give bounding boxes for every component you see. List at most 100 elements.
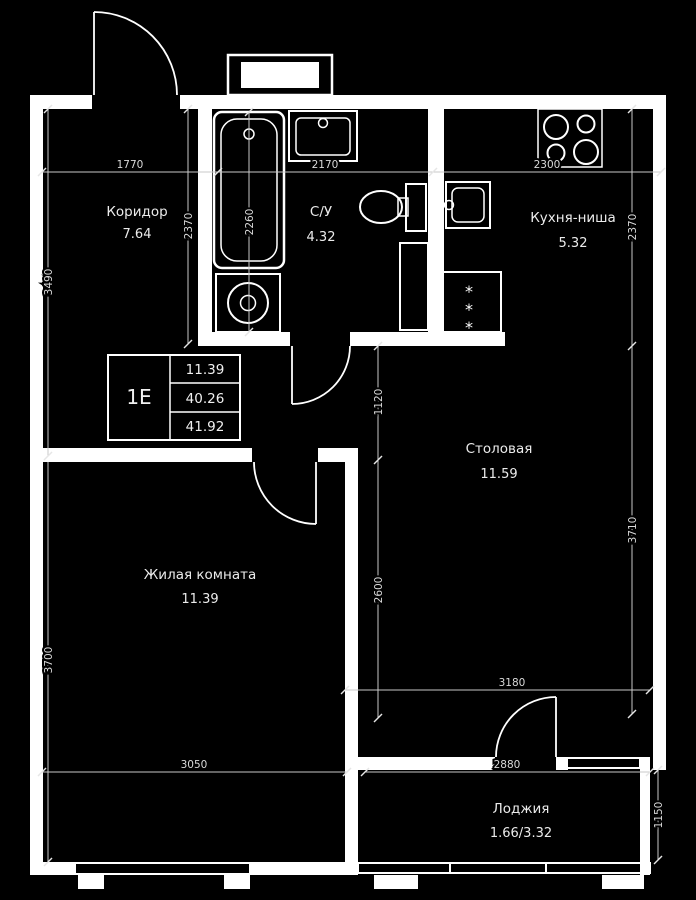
wall-left <box>30 95 43 875</box>
room-labels: Коридор 7.64 С/У 4.32 Кухня-ниша 5.32 Ст… <box>106 204 615 841</box>
wall-kitchen-stub <box>428 332 505 346</box>
fridge-icon: * * * <box>436 271 502 337</box>
wall-bathroom-bottom-1 <box>198 332 290 346</box>
pier-1 <box>78 875 104 889</box>
fridge-star-3: * <box>465 318 473 337</box>
pier-3 <box>374 875 418 889</box>
dim-loggia-width: 2880 <box>494 759 521 771</box>
window-loggia-bottom <box>357 862 651 874</box>
dim-kitchen-height: 2370 <box>627 214 639 241</box>
burner-2 <box>576 114 596 134</box>
dim-tick <box>373 341 383 351</box>
bathroom-door-arc <box>291 345 351 405</box>
room-living-name: Жилая комната <box>144 567 256 583</box>
room-living-area: 11.39 <box>181 592 218 607</box>
living-door-arc <box>253 461 317 525</box>
dim-bathroom-width: 2170 <box>312 159 339 171</box>
dim-tick <box>653 855 663 865</box>
dim-tick <box>244 107 254 117</box>
washer-door-inner <box>239 294 257 312</box>
toilet-bowl <box>359 190 403 224</box>
kitchen-sink-icon <box>443 181 491 229</box>
dim-bathtub-length: 2260 <box>244 209 256 236</box>
dim-tick <box>645 685 655 695</box>
dim-tick <box>37 767 47 777</box>
sink-faucet <box>317 117 329 129</box>
room-loggia-area: 1.66/3.32 <box>490 826 552 841</box>
dim-tick <box>43 857 53 867</box>
dimension-lines <box>42 109 661 862</box>
unit-area-main: 40.26 <box>186 391 225 407</box>
wall-loggia-right <box>640 757 650 875</box>
dim-tick <box>373 455 383 465</box>
room-corridor-area: 7.64 <box>123 227 152 242</box>
dim-living-width: 3050 <box>181 759 208 771</box>
dimension-ticks <box>37 104 666 867</box>
burner-3 <box>546 143 566 163</box>
dim-tick <box>342 767 352 777</box>
wall-top-b <box>180 95 430 109</box>
dim-corridor-height: 2370 <box>183 213 195 240</box>
dim-tick <box>653 765 663 775</box>
dim-tick <box>37 167 47 177</box>
wall-bottom-left <box>30 862 75 875</box>
burner-4 <box>573 139 599 165</box>
ksink-outer <box>445 181 491 229</box>
dim-tick <box>627 341 637 351</box>
stove-icon <box>537 108 603 168</box>
wall-bathroom-left <box>198 109 212 346</box>
duct-shaft <box>399 242 429 331</box>
room-bathroom-name: С/У <box>310 204 332 220</box>
dim-tick <box>360 767 370 777</box>
toilet-icon <box>359 183 427 232</box>
pier-4 <box>602 875 644 889</box>
sink-basin <box>295 117 351 156</box>
toilet-neck <box>397 197 409 217</box>
shaft-fill <box>241 62 319 88</box>
wall-living-top-1 <box>30 448 252 462</box>
wall-living-dining <box>345 448 358 875</box>
wall-right <box>653 95 666 770</box>
fridge-star-1: * <box>465 282 473 301</box>
room-dining-area: 11.59 <box>480 467 517 482</box>
fridge-body <box>436 271 502 333</box>
dim-tick <box>244 327 254 337</box>
dim-tick <box>373 713 383 723</box>
dim-nook-to-wall: 1120 <box>373 389 385 416</box>
dim-tick <box>43 451 53 461</box>
dim-tick <box>340 685 350 695</box>
dim-loggia-height: 1150 <box>653 802 665 829</box>
doors <box>93 11 557 758</box>
unit-info-table: 1Е 11.39 40.26 41.92 <box>107 354 241 441</box>
dim-tick <box>213 167 223 177</box>
room-loggia-name: Лоджия <box>493 801 550 817</box>
dim-tick <box>656 167 666 177</box>
wall-top-c <box>430 95 666 109</box>
window-dining-loggia <box>565 757 641 769</box>
unit-area-living: 11.39 <box>186 362 225 378</box>
dim-corridor-width: 1770 <box>117 159 144 171</box>
wall-loggia-top-1 <box>358 757 495 770</box>
room-kitchen-area: 5.32 <box>559 236 588 251</box>
dim-tick <box>645 767 655 777</box>
toilet-tank <box>405 183 427 232</box>
washing-machine-icon <box>215 273 281 333</box>
room-bathroom-area: 4.32 <box>307 230 336 245</box>
dim-tick <box>428 167 438 177</box>
dim-tick <box>43 104 53 114</box>
dim-hall-height: 3490 <box>43 269 55 296</box>
window-living <box>74 862 251 875</box>
ksink-basin <box>451 187 485 223</box>
bathroom-sink-icon <box>288 110 358 162</box>
wall-bathroom-bottom-2 <box>350 332 444 346</box>
unit-table-border <box>107 354 241 441</box>
room-corridor-name: Коридор <box>106 204 167 220</box>
dim-tick <box>183 104 193 114</box>
washer-body <box>215 273 281 333</box>
dimension-labels: 1770 2170 2300 3490 3700 2370 2260 2370 … <box>41 157 667 830</box>
dim-tick <box>627 104 637 114</box>
room-kitchen-name: Кухня-ниша <box>530 210 616 226</box>
fridge-star-2: * <box>465 300 473 319</box>
dim-dining-height: 3710 <box>627 517 639 544</box>
